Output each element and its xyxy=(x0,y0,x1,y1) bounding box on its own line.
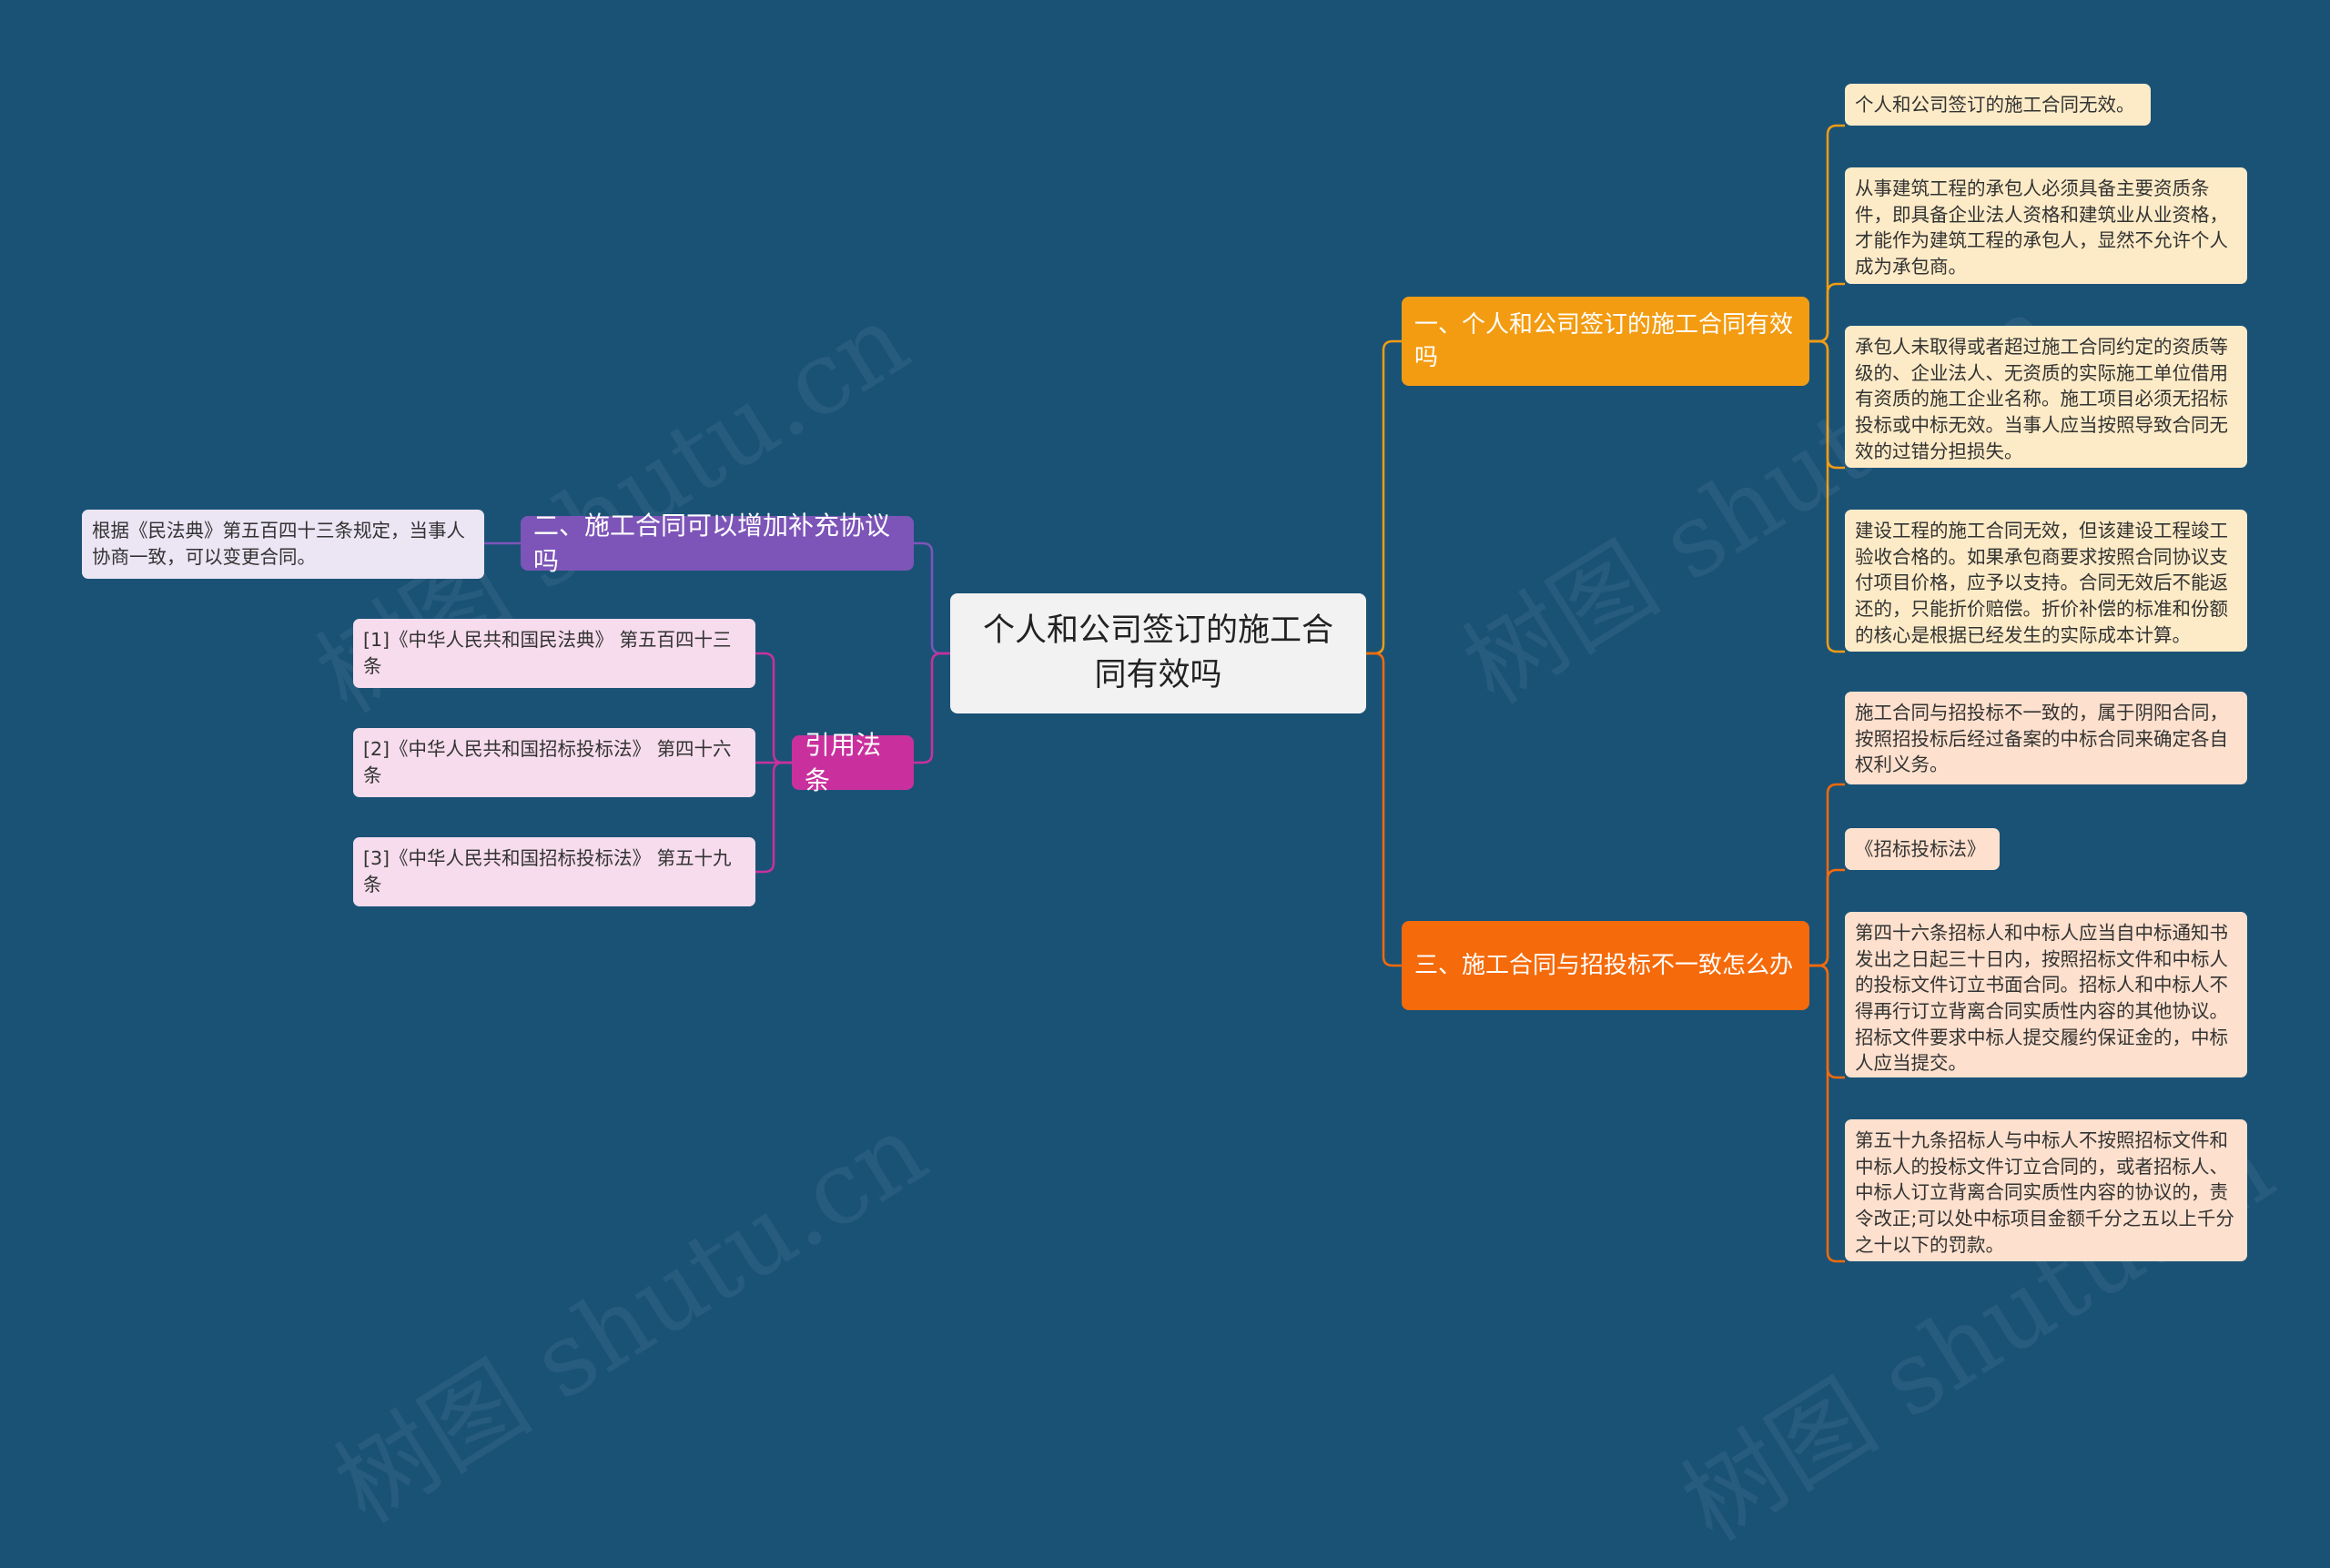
connector-line xyxy=(1366,339,1402,655)
connector-lines xyxy=(484,124,1845,1263)
leaf-note[interactable]: 《招标投标法》 xyxy=(1845,828,2000,870)
leaf-note[interactable]: 承包人未取得或者超过施工合同约定的资质等级的、企业法人、无资质的实际施工单位借用… xyxy=(1845,326,2247,468)
leaf-note[interactable]: 第四十六条招标人和中标人应当自中标通知书发出之日起三十日内，按照招标文件和中标人… xyxy=(1845,912,2247,1077)
leaf-citation[interactable]: [3]《中华人民共和国招标投标法》 第五十九条 xyxy=(353,837,755,906)
connector-line xyxy=(914,652,950,764)
mindmap-canvas: 树图 shutu.cn 树图 shutu.cn 树图 shutu.cn 树图 s… xyxy=(82,84,2293,1563)
root-topic[interactable]: 个人和公司签订的施工合同有效吗 xyxy=(950,593,1366,713)
connector-line xyxy=(1809,339,1845,653)
leaf-note[interactable]: 根据《民法典》第五百四十三条规定，当事人协商一致，可以变更合同。 xyxy=(82,510,484,579)
branch-supplementary-agreement[interactable]: 二、施工合同可以增加补充协议吗 xyxy=(521,511,914,576)
leaf-note[interactable]: 建设工程的施工合同无效，但该建设工程竣工验收合格的。如果承包商要求按照合同协议支… xyxy=(1845,510,2247,652)
leaf-note[interactable]: 从事建筑工程的承包人必须具备主要资质条件，即具备企业法人资格和建筑业从业资格，才… xyxy=(1845,167,2247,284)
connector-line xyxy=(1809,868,1845,967)
leaf-note[interactable]: 第五十九条招标人与中标人不按照招标文件和中标人的投标文件订立合同的，或者招标人、… xyxy=(1845,1119,2247,1261)
connector-line xyxy=(1809,964,1845,1263)
leaf-citation[interactable]: [2]《中华人民共和国招标投标法》 第四十六条 xyxy=(353,728,755,797)
connector-line xyxy=(914,541,950,655)
connector-line xyxy=(1809,282,1845,343)
connector-line xyxy=(755,652,792,764)
connector-line xyxy=(755,761,792,874)
branch-contract-validity[interactable]: 一、个人和公司签订的施工合同有效吗 xyxy=(1402,297,1809,386)
branch-cited-laws[interactable]: 引用法条 xyxy=(792,730,914,795)
leaf-note[interactable]: 个人和公司签订的施工合同无效。 xyxy=(1845,84,2151,126)
leaf-citation[interactable]: [1]《中华人民共和国民法典》 第五百四十三条 xyxy=(353,619,755,688)
leaf-note[interactable]: 施工合同与招投标不一致的，属于阴阳合同，按照招投标后经过备案的中标合同来确定各自… xyxy=(1845,692,2247,784)
branch-bid-mismatch[interactable]: 三、施工合同与招投标不一致怎么办 xyxy=(1402,921,1809,1010)
connector-line xyxy=(1366,652,1402,967)
